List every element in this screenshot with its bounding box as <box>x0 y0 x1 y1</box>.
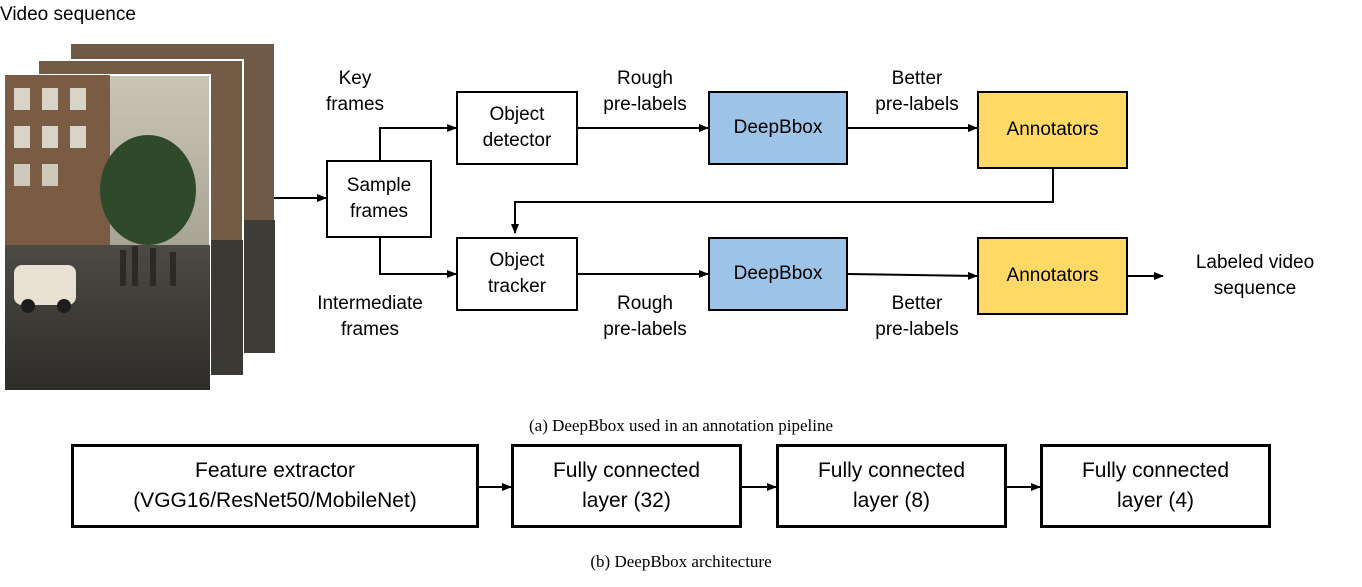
key-frames-label: Key frames <box>325 68 385 115</box>
fc8-box: Fully connected layer (8) <box>776 444 1007 528</box>
deepbbox-bottom-box: DeepBbox <box>708 237 848 311</box>
caption-a: (a) DeepBbox used in an annotation pipel… <box>528 416 834 435</box>
arrow-annotators-to-tracker <box>511 169 1054 234</box>
fc32-box: Fully connected layer (32) <box>511 444 742 528</box>
better-prelabels-top-label: Better pre-labels <box>875 68 959 115</box>
rough-prelabels-top-label: Rough pre-labels <box>603 68 687 115</box>
labeled-video-sequence-label: Labeled video sequence <box>1195 252 1315 299</box>
object-tracker-box: Object tracker <box>456 237 578 311</box>
sample-frames-box: Sample frames <box>326 160 432 238</box>
rough-prelabels-bottom-label: Rough pre-labels <box>603 293 687 340</box>
deepbbox-top-box: DeepBbox <box>708 91 848 165</box>
fc4-box: Fully connected layer (4) <box>1040 444 1271 528</box>
arrow-sample-to-detector <box>379 124 457 160</box>
annotators-top-box: Annotators <box>977 91 1128 169</box>
arrow-deepbbox-to-annotators-bottom <box>847 271 978 280</box>
video-sequence-label: Video sequence <box>0 4 136 25</box>
object-detector-box: Object detector <box>456 91 578 165</box>
caption-b: (b) DeepBbox architecture <box>590 552 772 571</box>
video-frame-front <box>4 74 211 390</box>
arrow-sample-to-tracker <box>379 238 457 278</box>
annotators-bottom-box: Annotators <box>977 237 1128 315</box>
intermediate-frames-label: Intermediate frames <box>317 293 423 340</box>
better-prelabels-bottom-label: Better pre-labels <box>875 293 959 340</box>
feature-extractor-box: Feature extractor (VGG16/ResNet50/Mobile… <box>71 444 479 528</box>
video-frames-stack <box>4 42 276 390</box>
